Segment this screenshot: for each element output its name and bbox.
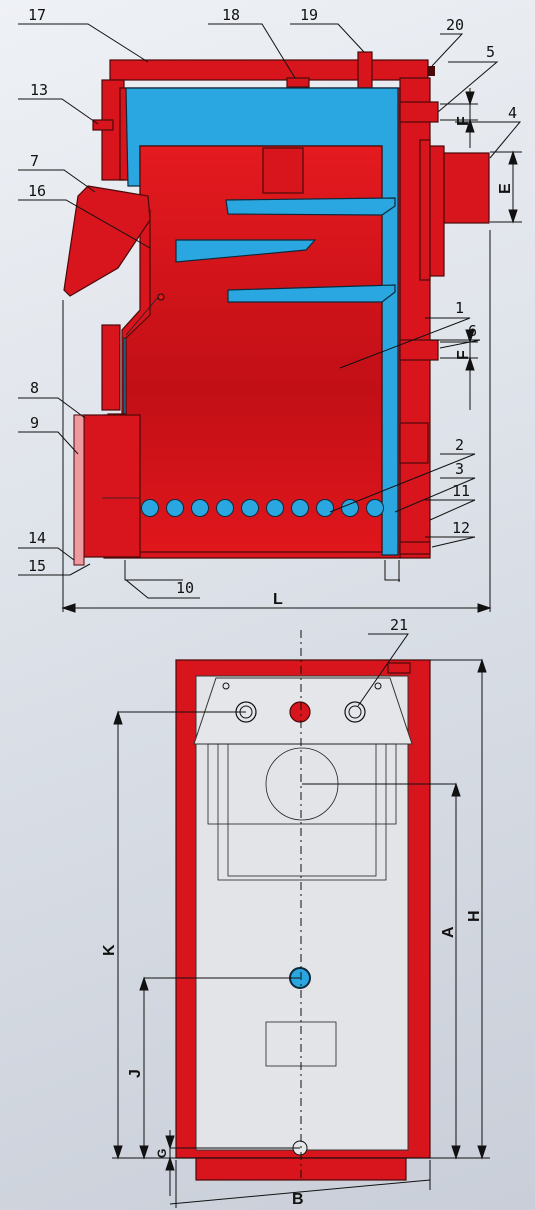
nameplate-slot bbox=[387, 662, 411, 674]
door-guide bbox=[125, 294, 161, 336]
door-pivot bbox=[157, 293, 165, 301]
callout-4: 4 bbox=[508, 104, 517, 122]
callout-21: 21 bbox=[390, 616, 408, 634]
dimension-label-g: G bbox=[155, 1149, 169, 1158]
callout-9: 9 bbox=[30, 414, 39, 432]
dimension-lines bbox=[112, 633, 490, 1208]
dimension-e bbox=[490, 150, 522, 224]
dimension-l bbox=[61, 230, 492, 613]
dimension-label-k: K bbox=[101, 944, 118, 956]
dimension-f-mid bbox=[440, 328, 478, 410]
side-view: 17 18 19 20 5 13 4 7 16 1 6 8 9 2 3 11 1… bbox=[18, 6, 522, 613]
top-sensor bbox=[427, 66, 435, 76]
flow-pipe bbox=[399, 101, 439, 123]
baffle-box bbox=[262, 147, 304, 194]
baffle-upper bbox=[225, 197, 396, 216]
dimension-label-b: B bbox=[292, 1191, 304, 1208]
baffle-middle bbox=[175, 239, 317, 263]
flow-connection bbox=[289, 701, 311, 723]
dimension-label-a: A bbox=[440, 926, 457, 938]
callout-2: 2 bbox=[455, 436, 464, 454]
drain-valve bbox=[399, 541, 431, 555]
callout-20: 20 bbox=[446, 16, 464, 34]
safety-valve-pipe bbox=[357, 51, 373, 89]
callout-12: 12 bbox=[452, 519, 470, 537]
callout-17: 17 bbox=[28, 6, 46, 24]
support-legs bbox=[124, 560, 400, 582]
connection-right bbox=[344, 701, 366, 723]
dimension-label-e: E bbox=[497, 183, 514, 194]
dimension-label-j: J bbox=[127, 1069, 144, 1078]
dimension-label-f-top: F bbox=[455, 116, 472, 126]
top-cover bbox=[109, 59, 429, 81]
loading-door bbox=[63, 185, 151, 297]
callout-8: 8 bbox=[30, 379, 39, 397]
rear-casing-panel bbox=[419, 139, 431, 281]
front-view: 21 K J G A H B bbox=[101, 616, 490, 1208]
callout-3: 3 bbox=[455, 460, 464, 478]
bolt-left bbox=[222, 682, 230, 690]
handle bbox=[92, 119, 114, 131]
callout-7: 7 bbox=[30, 152, 39, 170]
ash-door bbox=[83, 414, 141, 558]
grate-tubes bbox=[141, 499, 384, 517]
thermometer-sleeve bbox=[286, 77, 310, 88]
dimension-label-l: L bbox=[273, 591, 283, 608]
dimension-label-h: H bbox=[466, 910, 483, 922]
bolt-right bbox=[374, 682, 382, 690]
callout-19: 19 bbox=[300, 6, 318, 24]
leader-lines bbox=[18, 23, 522, 599]
dimension-label-f-mid: F bbox=[455, 350, 472, 360]
callout-11: 11 bbox=[452, 482, 470, 500]
callout-14: 14 bbox=[28, 529, 46, 547]
front-middle-panel bbox=[101, 324, 121, 411]
connection-right-inner bbox=[348, 705, 362, 719]
callout-6: 6 bbox=[468, 322, 477, 340]
callout-13: 13 bbox=[30, 81, 48, 99]
rear-lower-panel bbox=[399, 422, 429, 464]
return-pipe bbox=[399, 339, 439, 361]
callout-15: 15 bbox=[28, 557, 46, 575]
callout-16: 16 bbox=[28, 182, 46, 200]
flue-outlet bbox=[429, 145, 445, 277]
flue-box-inner bbox=[227, 743, 377, 877]
flue-pipe bbox=[443, 152, 490, 224]
callout-5: 5 bbox=[486, 43, 495, 61]
callout-1: 1 bbox=[455, 299, 464, 317]
callout-18: 18 bbox=[222, 6, 240, 24]
callout-10: 10 bbox=[176, 579, 194, 597]
baffle-lower bbox=[227, 284, 396, 303]
dimension-f-top bbox=[440, 88, 478, 148]
ash-door-panel bbox=[73, 414, 85, 566]
rear-panel bbox=[195, 675, 409, 1151]
